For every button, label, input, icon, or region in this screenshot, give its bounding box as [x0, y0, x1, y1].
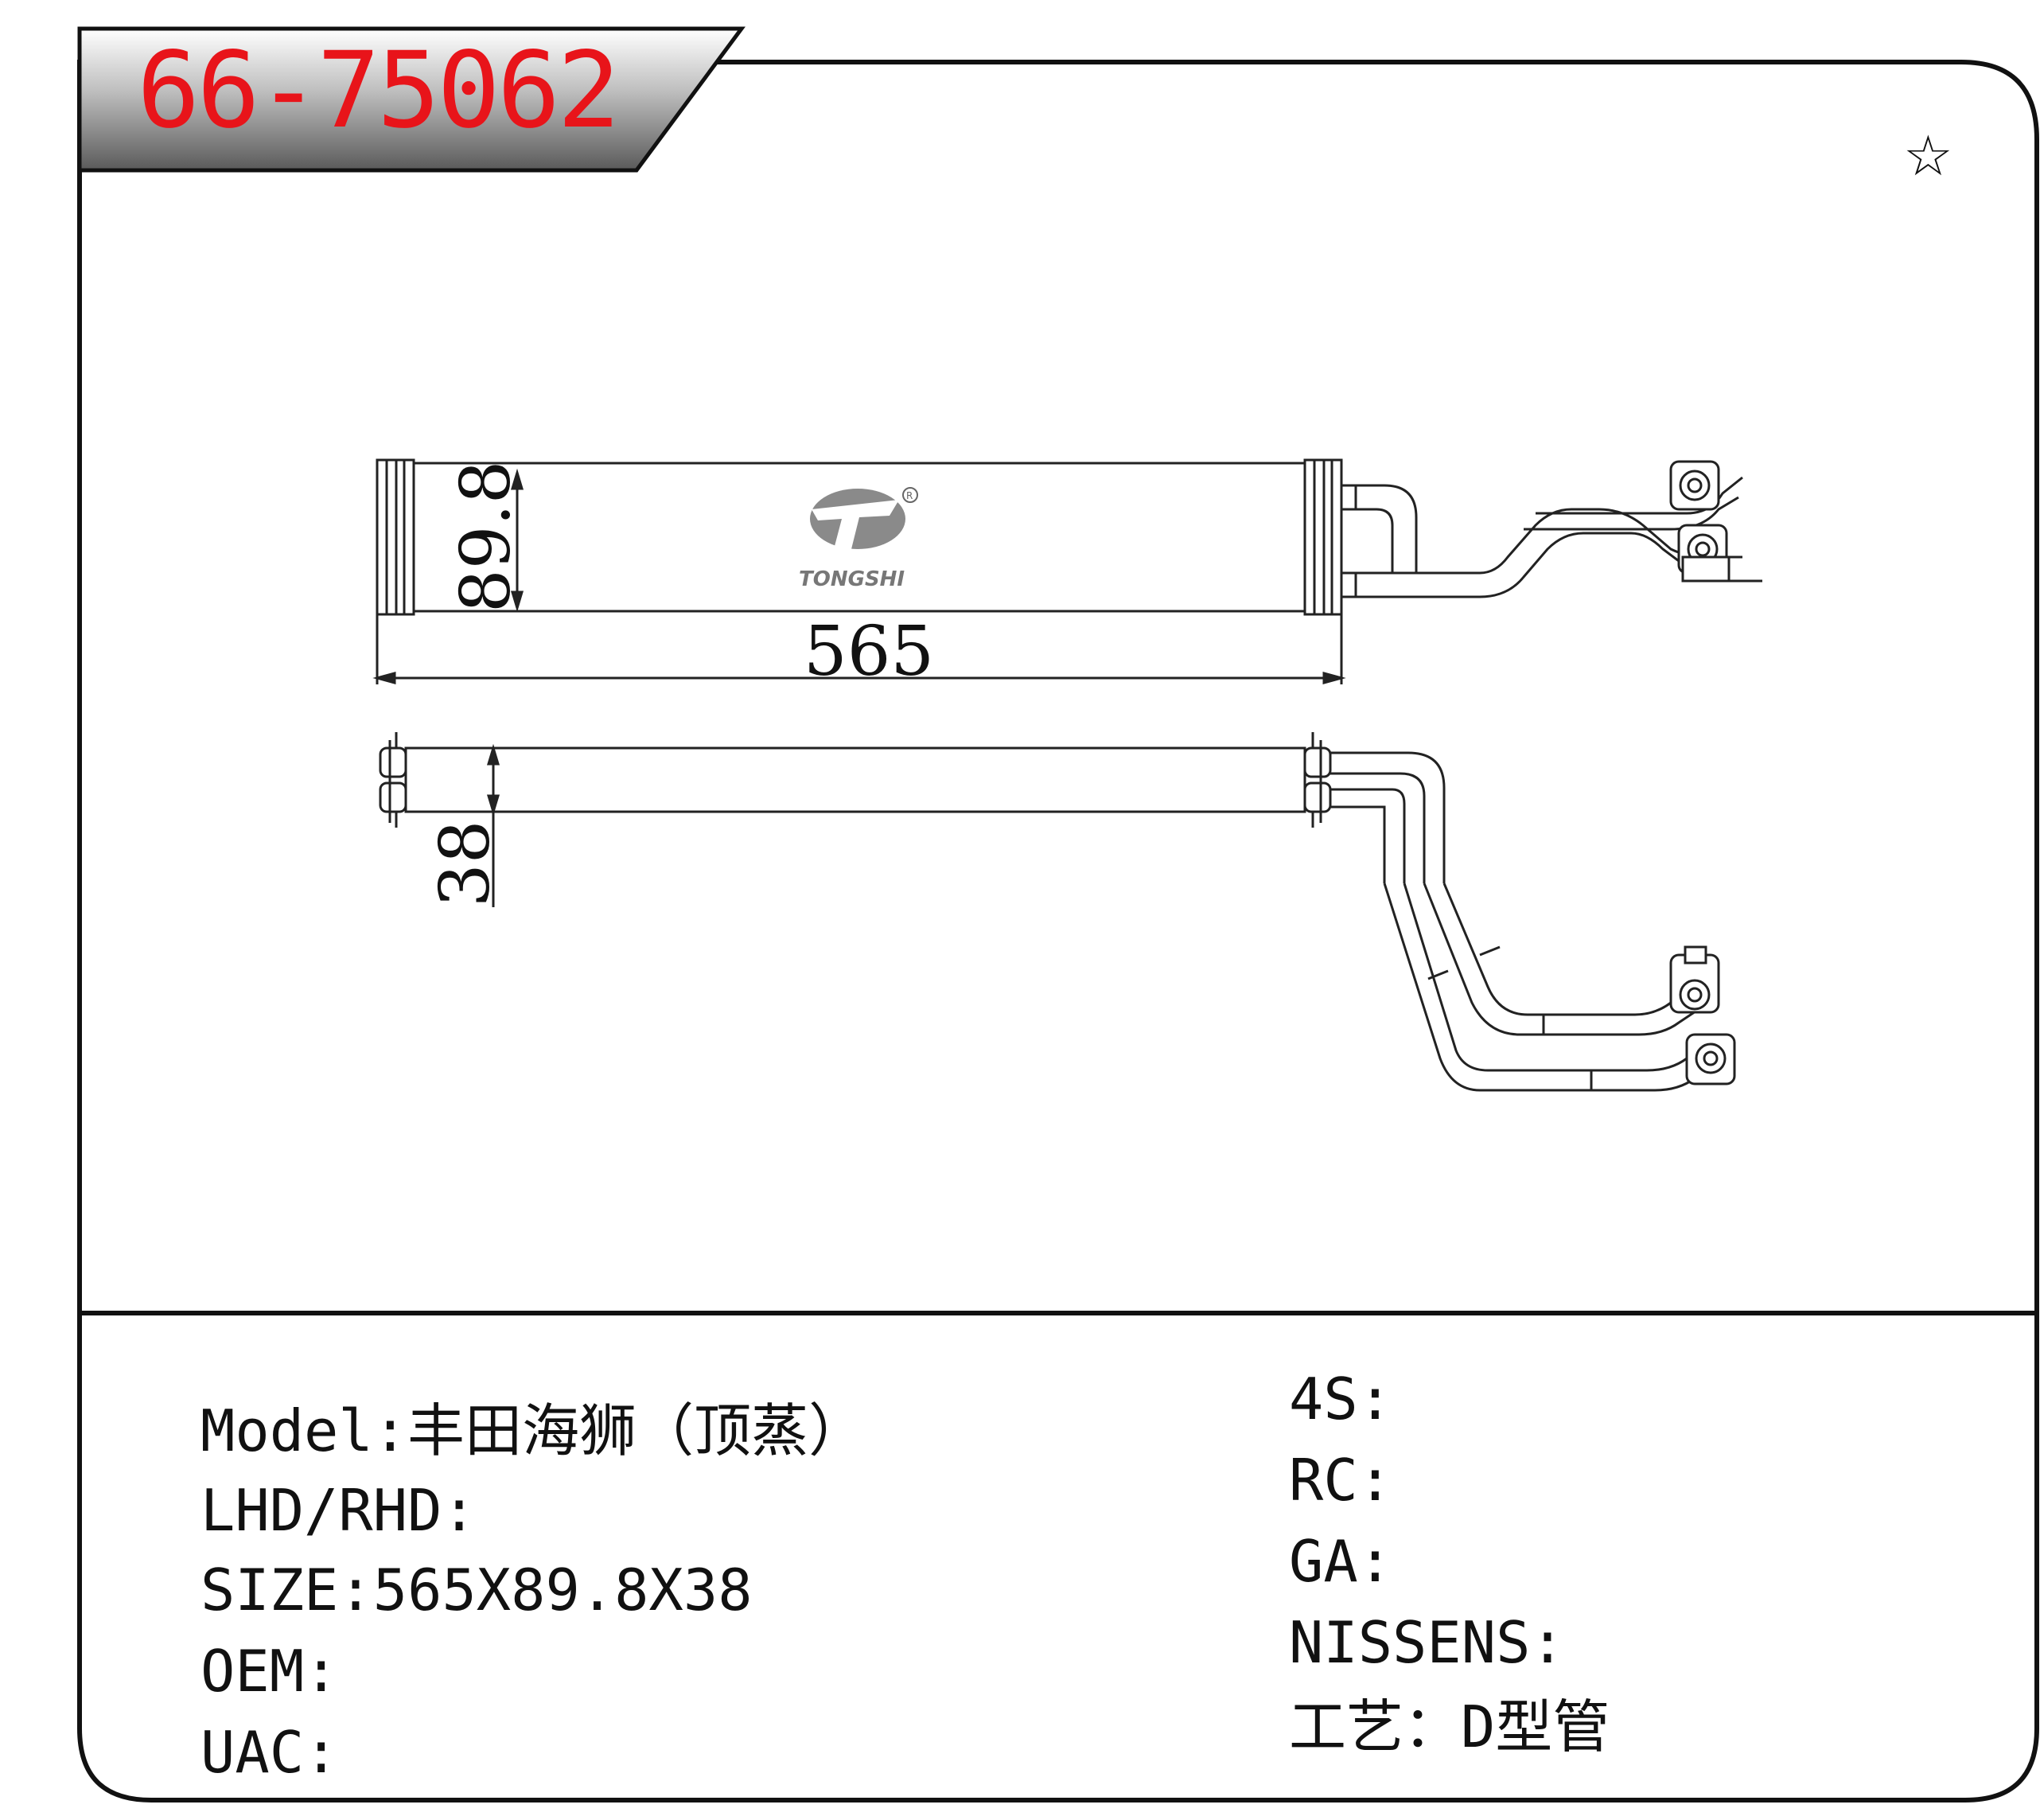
spec-process: 工艺：D型管 — [1289, 1693, 1610, 1760]
front-view — [376, 458, 1762, 616]
part-number: 66-75062 — [137, 29, 621, 152]
brand-logo: R TONGSHI — [799, 487, 918, 591]
title-tab — [77, 26, 746, 173]
spec-model: Model:丰田海狮（顶蒸） — [200, 1397, 866, 1464]
spec-process-value: D型管 — [1461, 1693, 1610, 1760]
spec-rc: RC: — [1289, 1447, 1393, 1514]
spec-model-value: 丰田海狮（顶蒸） — [407, 1397, 866, 1464]
spec-size: SIZE:565X89.8X38 — [200, 1557, 753, 1623]
width-dimension — [372, 614, 1346, 684]
spec-lhd-rhd: LHD/RHD: — [200, 1477, 477, 1544]
brand-name: TONGSHI — [799, 567, 905, 591]
depth-dim-label: 38 — [426, 820, 505, 907]
spec-ga: GA: — [1289, 1528, 1393, 1595]
width-dim-label: 565 — [804, 612, 934, 692]
height-dimension — [510, 468, 524, 613]
svg-text:R: R — [906, 490, 913, 501]
sheet-border — [77, 60, 2039, 1802]
star-icon: ☆ — [1903, 123, 1953, 189]
spec-uac: UAC: — [200, 1719, 339, 1786]
spec-size-value: 565X89.8X38 — [372, 1557, 753, 1623]
spec-4s: 4S: — [1289, 1366, 1393, 1432]
spec-nissens: NISSENS: — [1289, 1609, 1565, 1676]
side-view — [379, 732, 1736, 1092]
height-dim-label: 89.8 — [446, 461, 526, 613]
depth-dimension — [486, 743, 500, 907]
spec-oem: OEM: — [200, 1638, 339, 1705]
